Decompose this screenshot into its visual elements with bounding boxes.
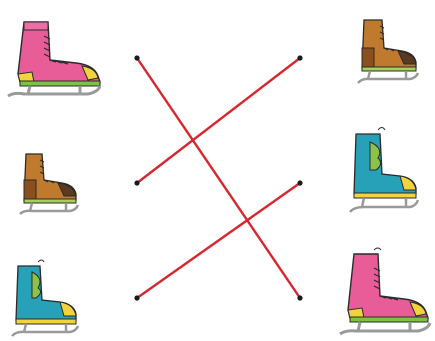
connector-dot-l3[interactable] <box>134 295 139 300</box>
connector-dot-r3[interactable] <box>297 295 302 300</box>
connector-dot-r2[interactable] <box>297 180 302 185</box>
match-line-l2-r1 <box>137 58 300 183</box>
match-line-l3-r2 <box>137 183 300 298</box>
connector-dot-l2[interactable] <box>134 180 139 185</box>
connector-dot-r1[interactable] <box>297 55 302 60</box>
match-line-l1-r3 <box>137 58 300 298</box>
connector-dot-l1[interactable] <box>134 55 139 60</box>
